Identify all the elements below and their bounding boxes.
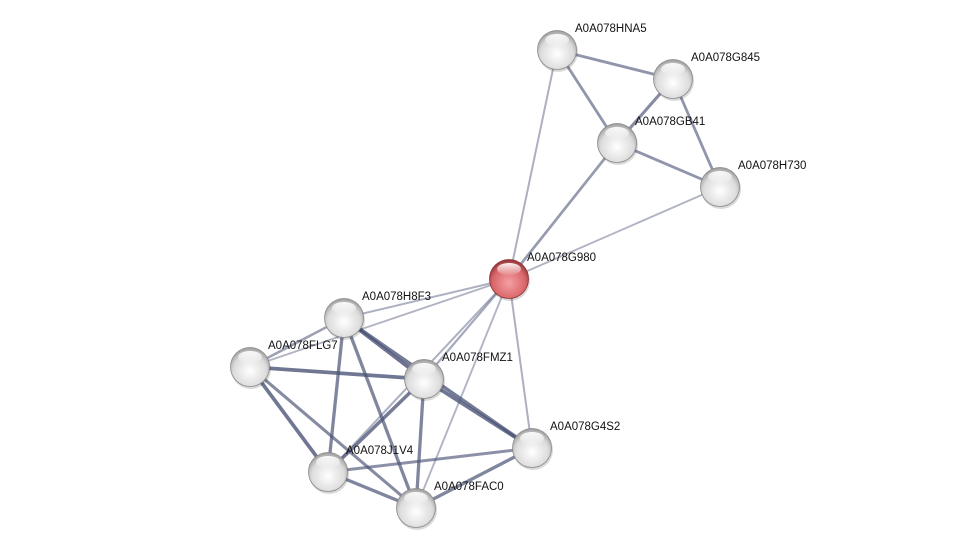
edge-A0A078FMZ1-A0A078J1V4[interactable]	[326, 377, 426, 474]
protein-node[interactable]: A0A078J1V4	[308, 445, 414, 494]
node-highlight	[545, 34, 569, 46]
edge-A0A078H8F3-A0A078FAC0[interactable]	[342, 317, 418, 509]
edge-A0A078FMZ1-A0A078G4S2[interactable]	[423, 377, 533, 450]
edge-A0A078J1V4-A0A078G4S2[interactable]	[327, 446, 533, 474]
edge-A0A078HNA5-A0A078G980[interactable]	[508, 49, 558, 280]
edge-A0A078FLG7-A0A078FAC0[interactable]	[248, 365, 418, 510]
edge-A0A078G980-A0A078H8F3[interactable]	[343, 278, 510, 319]
protein-node[interactable]: A0A078G4S2	[512, 421, 621, 470]
node-label[interactable]: A0A078GB41	[635, 116, 705, 128]
protein-node[interactable]: A0A078FAC0	[396, 481, 504, 530]
node-highlight	[404, 492, 428, 504]
edge-A0A078FAC0-A0A078G4S2[interactable]	[415, 446, 533, 510]
node-highlight	[497, 263, 521, 275]
edge-A0A078H8F3-A0A078J1V4[interactable]	[326, 317, 346, 473]
node-highlight	[605, 127, 629, 139]
protein-node[interactable]: A0A078GB41	[597, 116, 706, 165]
edge-A0A078G980-A0A078G4S2[interactable]	[508, 278, 533, 449]
edge-A0A078HNA5-A0A078G845[interactable]	[556, 48, 674, 81]
node-label[interactable]: A0A078G4S2	[550, 421, 620, 433]
node-highlight	[332, 302, 356, 314]
node-label[interactable]: A0A078FLG7	[268, 340, 338, 352]
edge-A0A078FMZ1-A0A078FAC0[interactable]	[414, 378, 426, 509]
edge-A0A078H730-A0A078G980[interactable]	[508, 186, 721, 280]
node-label[interactable]: A0A078H8F3	[362, 291, 431, 303]
edge-A0A078G980-A0A078FMZ1[interactable]	[423, 278, 510, 380]
node-label[interactable]: A0A078J1V4	[346, 445, 414, 457]
edge-A0A078FLG7-A0A078J1V4[interactable]	[248, 365, 330, 474]
protein-node[interactable]: A0A078HNA5	[537, 23, 647, 72]
protein-node[interactable]: A0A078G845	[653, 52, 761, 101]
node-label[interactable]: A0A078H730	[738, 160, 806, 172]
node-label[interactable]: A0A078G980	[527, 252, 596, 264]
protein-node[interactable]: A0A078H8F3	[324, 291, 432, 340]
node-highlight	[708, 171, 732, 183]
protein-node[interactable]: A0A078FLG7	[230, 340, 338, 389]
edge-A0A078G980-A0A078FAC0[interactable]	[415, 278, 510, 509]
node-highlight	[316, 456, 340, 468]
node-highlight	[412, 363, 436, 375]
node-label[interactable]: A0A078G845	[691, 52, 760, 64]
node-label[interactable]: A0A078FMZ1	[442, 352, 513, 364]
node-highlight	[661, 63, 685, 75]
edge-A0A078G980-A0A078FLG7[interactable]	[249, 278, 510, 368]
protein-node[interactable]: A0A078H730	[700, 160, 807, 209]
edge-A0A078FLG7-A0A078FMZ1[interactable]	[249, 365, 425, 381]
query-node[interactable]: A0A078G980	[489, 252, 597, 301]
protein-node[interactable]: A0A078FMZ1	[404, 352, 513, 401]
edge-A0A078GB41-A0A078G980[interactable]	[507, 142, 619, 280]
node-label[interactable]: A0A078HNA5	[575, 23, 647, 35]
node-highlight	[238, 351, 262, 363]
node-highlight	[520, 432, 544, 444]
node-label[interactable]: A0A078FAC0	[434, 481, 504, 493]
